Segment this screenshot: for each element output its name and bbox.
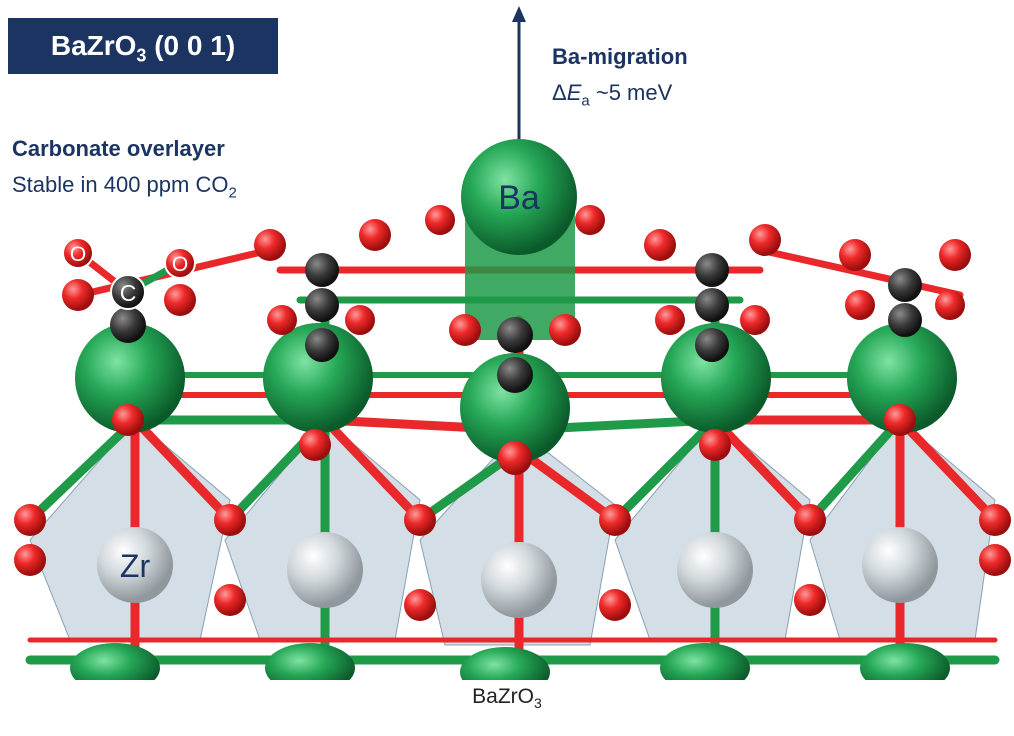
zr-atom [481, 542, 557, 618]
ba-migration-heading: Ba-migration [552, 44, 688, 69]
zr-atom [287, 532, 363, 608]
ba-atom [75, 323, 185, 433]
zr-atom [677, 532, 753, 608]
migration-arrow [512, 6, 526, 145]
zr-atom [862, 527, 938, 603]
ba-atom [263, 323, 373, 433]
atom-label-ba: Ba [498, 179, 540, 217]
atom-label-c: C [120, 280, 137, 306]
ba-atoms-surface [75, 323, 957, 463]
zr-atoms [97, 527, 938, 618]
surface-title: BaZrO3 (0 0 1) [8, 18, 278, 74]
figure-caption: BaZrO3 [472, 685, 542, 712]
ba-atom [661, 323, 771, 433]
zr-atom [97, 527, 173, 603]
atom-label-o2: O [172, 253, 188, 276]
migrating-ba-column [461, 139, 577, 340]
labeled-carbonate: O O C [62, 237, 196, 310]
ba-atom [460, 353, 570, 463]
atom-label-o1: O [70, 243, 86, 266]
carbon-atoms [110, 253, 922, 393]
ba-atom [847, 323, 957, 433]
carbonate-stability: Stable in 400 ppm CO2 [12, 172, 237, 202]
ba-migrating-atom [461, 139, 577, 255]
carbonate-heading: Carbonate overlayer [12, 136, 225, 161]
activation-energy: ΔEa ~5 meV [552, 80, 673, 110]
oxygen-atoms [14, 205, 1011, 621]
ba-atoms-bottom [70, 643, 950, 680]
crystal-structure-diagram: O O C Ba Zr [14, 6, 1011, 680]
atom-label-zr: Zr [120, 548, 151, 584]
